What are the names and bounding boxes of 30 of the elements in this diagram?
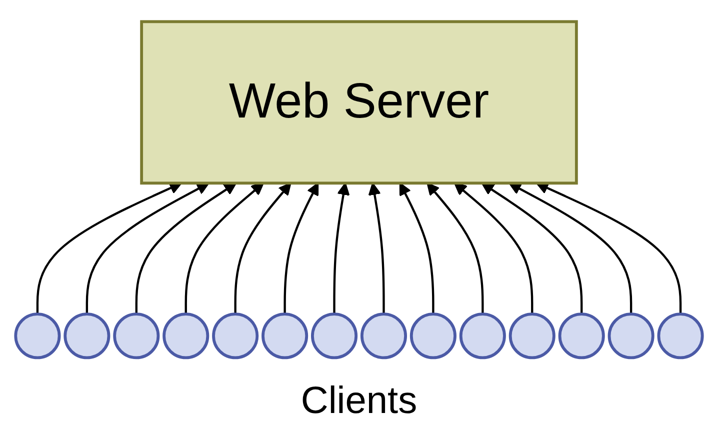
arrow: [135, 182, 237, 314]
arrow: [508, 182, 632, 314]
arrow: [481, 182, 583, 314]
node-circle: [14, 312, 61, 360]
arrow: [36, 182, 182, 314]
node-circle: [508, 312, 556, 360]
arrow: [184, 182, 264, 314]
node-circle: [657, 312, 704, 360]
arrow: [368, 182, 385, 314]
node-circle: [162, 312, 210, 360]
node-circle: [459, 312, 506, 360]
node-circle: [311, 312, 358, 360]
arrow: [86, 182, 210, 314]
node-circle: [360, 312, 407, 360]
arrow: [284, 182, 319, 314]
group-caption: Clients: [300, 380, 418, 422]
node-circle: [212, 312, 259, 360]
node-circle: [64, 312, 110, 360]
arrow: [399, 182, 434, 314]
node-circle: [558, 312, 605, 360]
arrow: [454, 182, 534, 314]
node-circle: [113, 312, 160, 360]
node-circle: [262, 312, 308, 360]
arrow: [234, 182, 292, 314]
node-circle: [410, 312, 456, 360]
node-circle: [608, 312, 654, 360]
arrow: [426, 182, 484, 314]
node-box: Web Server: [140, 20, 578, 185]
arrow: [333, 182, 350, 314]
arrow: [536, 182, 682, 314]
